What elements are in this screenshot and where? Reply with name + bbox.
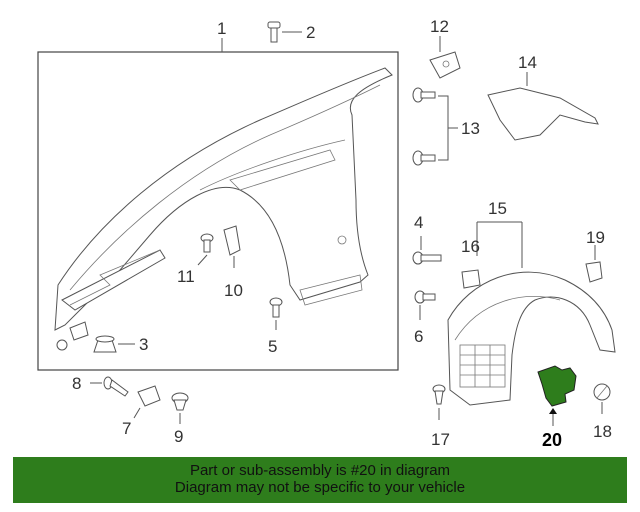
banner-line-2: Diagram may not be specific to your vehi… [174,479,466,496]
banner-line-1: Part or sub-assembly is #20 in diagram [189,462,451,479]
info-banner: Part or sub-assembly is #20 in diagram D… [13,457,627,503]
callout-15-leader [476,221,523,268]
fender-frame [37,51,399,371]
bracket-12 [429,36,461,79]
bolt-2 [267,21,302,43]
callout-5: 5 [268,337,277,356]
callout-18: 18 [593,422,612,441]
bolt-6 [414,290,436,320]
callout-7: 7 [122,419,131,438]
callout-11: 11 [177,267,195,286]
callout-20: 20 [542,430,562,450]
callout-8: 8 [72,374,81,393]
fender-liner [447,271,616,406]
clip-7 [133,385,161,419]
callout-12: 12 [430,17,449,36]
callout-17: 17 [431,430,450,449]
small-bracket [56,321,89,351]
clip-9 [171,392,189,424]
nut-3 [93,335,135,353]
clip-19 [585,245,603,283]
callout-2: 2 [306,23,315,42]
plug-18 [593,383,611,414]
callout-13: 13 [461,119,480,138]
bolt-5 [269,297,283,330]
bolt-11 [197,233,214,266]
part-14 [487,72,599,141]
bracket-10 [223,225,241,268]
callout-6: 6 [414,327,423,346]
callout-15: 15 [488,199,507,218]
callout-10: 10 [224,281,243,300]
clip-16 [461,269,481,289]
bolt-4 [412,236,442,265]
fender-part [54,67,393,331]
bolt-8 [90,376,129,397]
callout-4: 4 [414,213,423,232]
callout-19: 19 [586,228,605,247]
callout-14: 14 [518,53,537,72]
callout-1: 1 [217,19,226,38]
clip-17 [432,384,446,420]
callout-16: 16 [461,237,480,256]
highlighted-part-20 [537,365,577,426]
callout-3: 3 [139,335,148,354]
callout-9: 9 [174,427,183,446]
bolts-13 [412,87,458,166]
